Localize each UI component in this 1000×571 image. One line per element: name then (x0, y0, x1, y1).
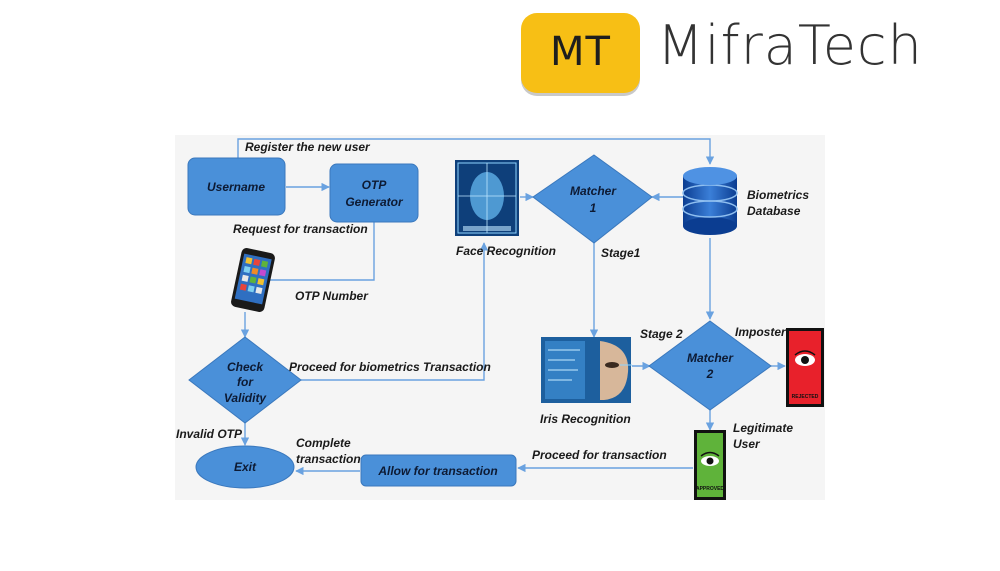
matcher-1-node: Matcher 1 (532, 154, 653, 244)
username-label: Username (207, 180, 265, 194)
iris-recognition-label: Iris Recognition (540, 412, 631, 426)
matcher-2-label-1: Matcher (687, 351, 734, 365)
rejected-card: REJECTED (786, 328, 824, 407)
brand-name: MifraTech (657, 14, 923, 77)
matcher-1-label-1: Matcher (570, 184, 617, 198)
allow-transaction-label: Allow for transaction (377, 464, 497, 478)
matcher-2-node: Matcher 2 (648, 320, 772, 411)
otp-generator-label-2: Generator (345, 195, 404, 209)
otp-number-label: OTP Number (295, 289, 369, 303)
stage2-label: Stage 2 (640, 327, 683, 341)
check-validity-node: Check for Validity (188, 336, 302, 424)
legitimate-label-2: User (733, 437, 761, 451)
database-icon (682, 167, 738, 235)
allow-transaction-node: Allow for transaction (360, 454, 517, 487)
approved-label: APPROVED (696, 486, 724, 492)
proceed-transaction-label: Proceed for transaction (532, 448, 667, 462)
check-to-face-arrow (301, 242, 489, 381)
proceed-biometrics-label: Proceed for biometrics Transaction (289, 360, 491, 374)
check-label-3: Validity (224, 391, 268, 405)
matcher-2-label-2: 2 (706, 367, 714, 381)
register-arrow (237, 138, 715, 165)
face-recognition-label: Face Recognition (456, 244, 556, 258)
phone-icon (231, 248, 275, 312)
imposter-label: Imposter (735, 325, 787, 339)
exit-label: Exit (234, 460, 257, 474)
otp-generator-label-1: OTP (362, 178, 388, 192)
edge-labels: Register the new user Request for transa… (176, 140, 793, 466)
connectors (237, 138, 786, 476)
brand-badge: MT (521, 13, 640, 93)
request-label: Request for transaction (233, 222, 368, 236)
otp-to-phone-arrow (244, 222, 375, 285)
username-node: Username (187, 157, 286, 216)
check-label-2: for (237, 375, 254, 389)
stage1-label: Stage1 (601, 246, 641, 260)
legitimate-label-1: Legitimate (733, 421, 793, 435)
rejected-label: REJECTED (792, 394, 819, 400)
brand-badge-text: MT (550, 29, 611, 75)
exit-node: Exit (195, 445, 295, 489)
complete-label-1: Complete (296, 436, 351, 450)
complete-label-2: transaction (296, 452, 361, 466)
register-label: Register the new user (245, 140, 371, 154)
otp-generator-node: OTP Generator (329, 163, 419, 223)
database-label-1: Biometrics (747, 188, 809, 202)
face-scan-icon (455, 160, 519, 236)
iris-scan-icon (541, 337, 632, 403)
invalid-otp-label: Invalid OTP (176, 427, 243, 441)
matcher-1-label-2: 1 (590, 201, 597, 215)
approved-card: APPROVED (694, 430, 726, 500)
database-label-2: Database (747, 204, 801, 218)
check-label-1: Check (227, 360, 264, 374)
